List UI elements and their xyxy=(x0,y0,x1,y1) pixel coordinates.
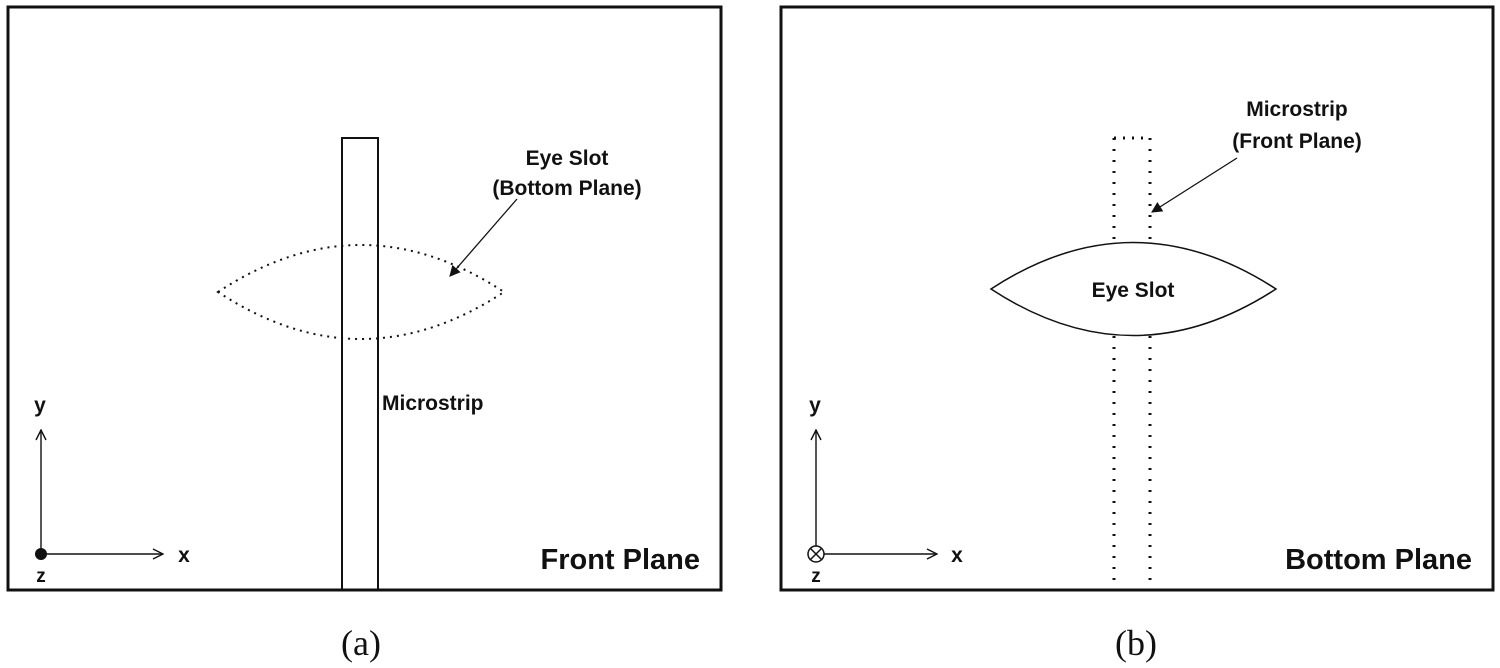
eye-slot-leader-arrow xyxy=(449,198,518,277)
microstrip-label: Microstrip xyxy=(382,392,484,415)
eye-slot-label: Eye Slot xyxy=(1092,279,1175,302)
panel-a: Eye Slot (Bottom Plane) Microstrip Front… xyxy=(6,5,723,663)
plane-label: Bottom Plane xyxy=(1285,544,1472,576)
caption-b: (b) xyxy=(1115,623,1157,663)
plane-label: Front Plane xyxy=(540,544,700,576)
microstrip-solid xyxy=(341,137,379,591)
microstrip-label: Microstrip xyxy=(1246,98,1348,121)
caption-a: (a) xyxy=(341,623,381,663)
eye-slot-solid xyxy=(989,241,1278,337)
panel-b-frame xyxy=(779,5,1495,592)
axis-x-label: x xyxy=(951,544,963,567)
axis-z-label: z xyxy=(811,566,821,587)
axis-z-label: z xyxy=(36,566,46,587)
eye-slot-dotted xyxy=(216,244,506,340)
z-out-of-plane-dot xyxy=(35,548,47,560)
axis-y-label: y xyxy=(34,394,46,417)
panel-a-frame xyxy=(6,5,723,592)
axis-x-label: x xyxy=(178,544,190,567)
microstrip-sublabel: (Front Plane) xyxy=(1232,130,1362,153)
microstrip-leader-arrow xyxy=(1151,157,1238,213)
eye-slot-label: Eye Slot xyxy=(526,147,609,170)
z-into-plane-icon xyxy=(807,545,825,563)
eye-slot-sublabel: (Bottom Plane) xyxy=(492,177,641,200)
panel-b: Eye Slot Microstrip (Front Plane) Bottom… xyxy=(779,5,1495,663)
axis-y-label: y xyxy=(809,394,821,417)
